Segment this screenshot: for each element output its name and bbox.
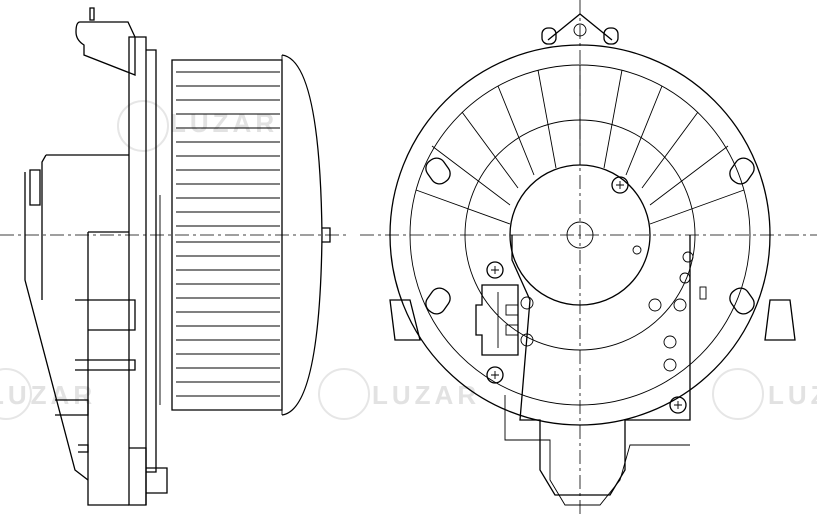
side-view: [0, 7, 350, 506]
screw-icon: [611, 176, 629, 194]
electrical-connector: [475, 284, 534, 356]
front-view: [360, 0, 817, 518]
watermark-text: LUZAR: [768, 380, 817, 410]
watermark-text: LUZAR: [170, 108, 279, 138]
watermark-text: LUZAR: [0, 380, 97, 410]
radial-ribs: [415, 65, 745, 351]
fan-blades: [176, 71, 280, 397]
watermark-logo-icon: [318, 368, 370, 420]
screw-icon: [486, 366, 504, 384]
screw-icon: [669, 396, 687, 414]
watermark-logo-icon: [117, 100, 169, 152]
screw-icon: [486, 261, 504, 279]
watermark-text: LUZAR: [372, 380, 481, 410]
watermark-logo-icon: [712, 368, 764, 420]
